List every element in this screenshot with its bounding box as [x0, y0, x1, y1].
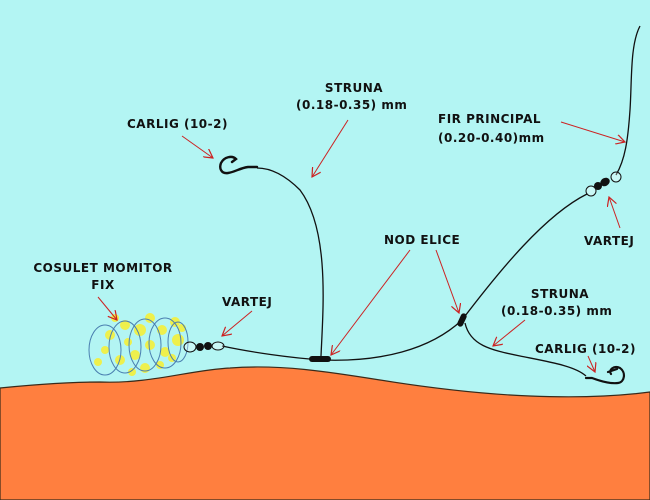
arrow-knot-main — [435, 249, 459, 313]
arrow-main-line — [560, 121, 625, 142]
leader-right — [464, 322, 587, 377]
label-leader-left-size: (0.18-0.35) mm — [296, 98, 408, 112]
label-feeder-line1: COSULET MOMITOR — [33, 261, 173, 275]
label-main-line-size: (0.20-0.40)mm — [438, 131, 545, 145]
label-swivel-feeder: VARTEJ — [222, 295, 273, 309]
running-line — [221, 193, 588, 361]
seabed — [0, 366, 650, 500]
label-swivel-top: VARTEJ — [584, 234, 635, 248]
hook-right-icon — [584, 366, 625, 385]
label-main-line-title: FIR PRINCIPAL — [438, 112, 542, 126]
arrow-feeder — [97, 296, 117, 320]
swivel-feeder — [183, 341, 225, 353]
helix-knot — [457, 313, 467, 327]
arrow-leader-right — [493, 319, 526, 346]
label-feeder-line2: FIX — [91, 278, 115, 292]
feeder-cage-icon — [88, 313, 189, 376]
main-line — [615, 25, 641, 176]
label-hook-right: CARLIG (10-2) — [535, 342, 636, 356]
leader-left — [256, 167, 324, 357]
label-leader-left-title: STRUNA — [324, 81, 384, 95]
line-stop — [309, 356, 331, 362]
arrow-swivel-top — [609, 197, 621, 229]
arrow-hook-left — [181, 135, 213, 158]
label-leader-right-title: STRUNA — [530, 287, 590, 301]
arrow-hook-right — [588, 355, 595, 372]
arrow-swivel-feeder — [222, 310, 253, 336]
swivel-top — [585, 171, 622, 197]
label-knot: NOD ELICE — [384, 233, 461, 247]
hook-left-icon — [219, 155, 259, 175]
arrow-knot-stop — [331, 249, 411, 355]
arrow-leader-left — [312, 119, 349, 177]
label-leader-right-size: (0.18-0.35) mm — [501, 304, 613, 318]
label-hook-left: CARLIG (10-2) — [127, 117, 228, 131]
